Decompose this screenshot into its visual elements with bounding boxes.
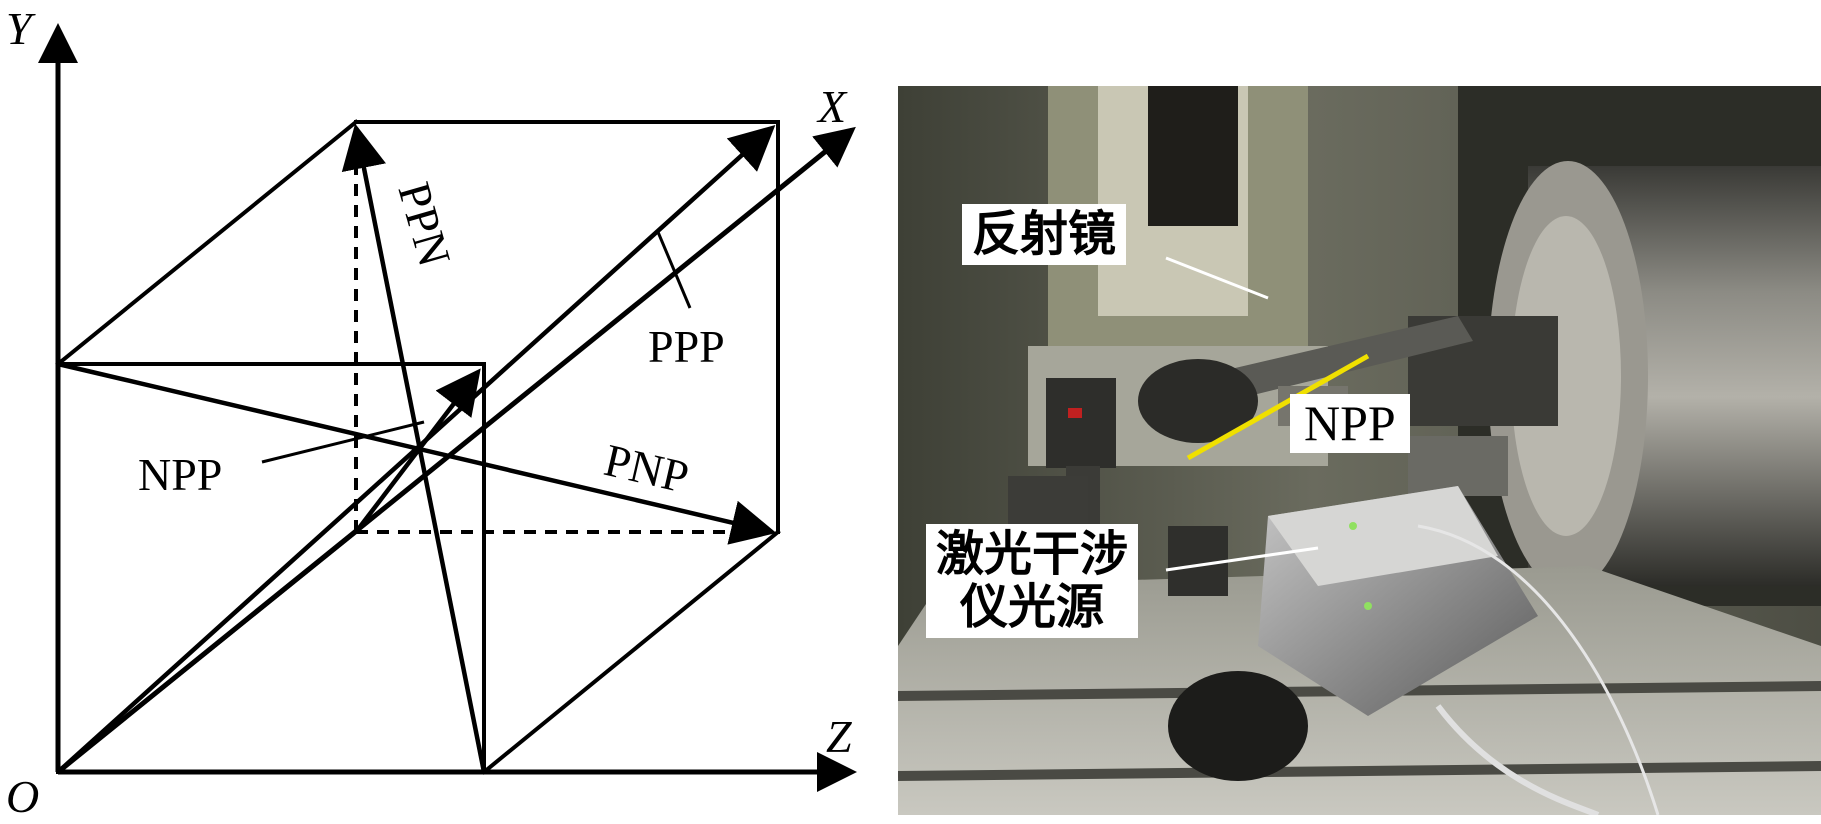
npp-label: NPP — [138, 449, 222, 500]
cube-diagram: Y X Z O PPN PPP NPP PNP — [6, 3, 857, 822]
laser-label-line1: 激光干涉 — [936, 526, 1129, 582]
laser-source-label: 激光干涉 仪光源 — [926, 524, 1139, 638]
laser-leader — [1165, 546, 1319, 572]
table-slot — [898, 761, 1821, 781]
laser-source-top — [1268, 486, 1498, 586]
npp-leader — [261, 420, 425, 464]
dark-cabinet — [1148, 86, 1238, 226]
setup-photo: 反射镜 NPP 激光干涉 仪光源 — [898, 86, 1821, 815]
mirror-leader — [1165, 256, 1269, 300]
z-axis-label: Z — [826, 711, 852, 762]
power-cable — [1435, 704, 1600, 815]
status-led — [1364, 602, 1372, 610]
pnp-label: PNP — [600, 434, 694, 503]
ppp-label: PPP — [648, 321, 725, 372]
ppp-leader — [656, 231, 692, 309]
mirror-label: 反射镜 — [962, 204, 1127, 265]
spindle-face-inner — [1511, 216, 1621, 536]
cube-edge — [481, 529, 781, 775]
interferometer-head — [1046, 378, 1116, 468]
laser-label-line2: 仪光源 — [960, 578, 1105, 635]
pnp-vector — [57, 361, 777, 545]
origin-label: O — [6, 771, 39, 822]
table-hole — [1168, 671, 1308, 781]
npp-vector — [354, 368, 481, 534]
red-indicator — [1068, 408, 1082, 418]
x-axis-label: X — [816, 81, 848, 132]
reflector-cone — [1138, 359, 1258, 443]
npp-photo-label: NPP — [1290, 394, 1410, 453]
status-led — [1349, 522, 1357, 530]
y-axis-label: Y — [6, 3, 36, 54]
ppn-label: PPN — [388, 177, 460, 272]
white-cable — [1417, 524, 1660, 815]
laser-beam — [1186, 353, 1370, 461]
x-axis — [56, 126, 856, 774]
cube-edge — [55, 119, 359, 367]
